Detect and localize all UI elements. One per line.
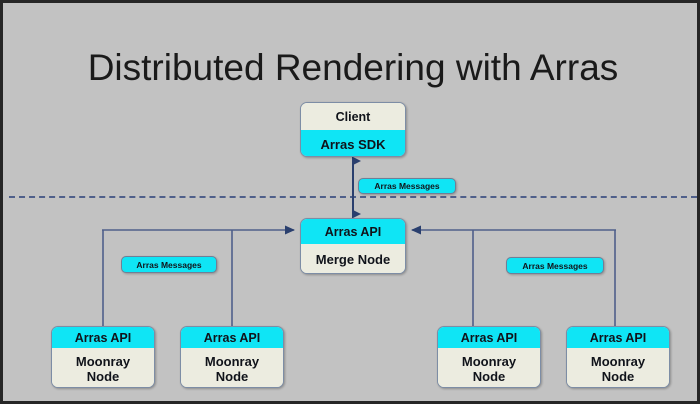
- moonray-node-3[interactable]: Arras API Moonray Node: [437, 326, 541, 388]
- moonray-node-3-api: Arras API: [438, 327, 540, 348]
- merge-node-api: Arras API: [301, 219, 405, 244]
- moonray-node-3-line2: Node: [472, 368, 506, 384]
- client-node-sdk: Arras SDK: [301, 130, 405, 156]
- merge-node[interactable]: Arras API Merge Node: [300, 218, 406, 274]
- arras-messages-label-right: Arras Messages: [506, 257, 604, 274]
- page-title: Distributed Rendering with Arras: [87, 47, 619, 88]
- moonray-node-1-title: Moonray Node: [52, 348, 154, 387]
- moonray-node-2-line1: Moonray: [204, 353, 260, 369]
- moonray-node-1-api: Arras API: [52, 327, 154, 348]
- moonray-node-2[interactable]: Arras API Moonray Node: [180, 326, 284, 388]
- moonray-node-4-line1: Moonray: [590, 353, 646, 369]
- moonray-node-2-api: Arras API: [181, 327, 283, 348]
- network-boundary-divider: [9, 196, 697, 198]
- moonray-node-2-title: Moonray Node: [181, 348, 283, 387]
- merge-node-title: Merge Node: [301, 244, 405, 273]
- moonray-node-1-line1: Moonray: [75, 353, 131, 369]
- moonray-node-4-line2: Node: [601, 368, 635, 384]
- arras-messages-label-left: Arras Messages: [121, 256, 217, 273]
- moonray-node-3-title: Moonray Node: [438, 348, 540, 387]
- moonray-node-1[interactable]: Arras API Moonray Node: [51, 326, 155, 388]
- moonray-node-4[interactable]: Arras API Moonray Node: [566, 326, 670, 388]
- moonray-node-3-line1: Moonray: [461, 353, 517, 369]
- moonray-node-4-title: Moonray Node: [567, 348, 669, 387]
- client-node-title: Client: [301, 103, 405, 130]
- moonray-node-1-line2: Node: [86, 368, 120, 384]
- client-node[interactable]: Client Arras SDK: [300, 102, 406, 157]
- arras-messages-label-top: Arras Messages: [358, 178, 456, 194]
- moonray-node-4-api: Arras API: [567, 327, 669, 348]
- moonray-node-2-line2: Node: [215, 368, 249, 384]
